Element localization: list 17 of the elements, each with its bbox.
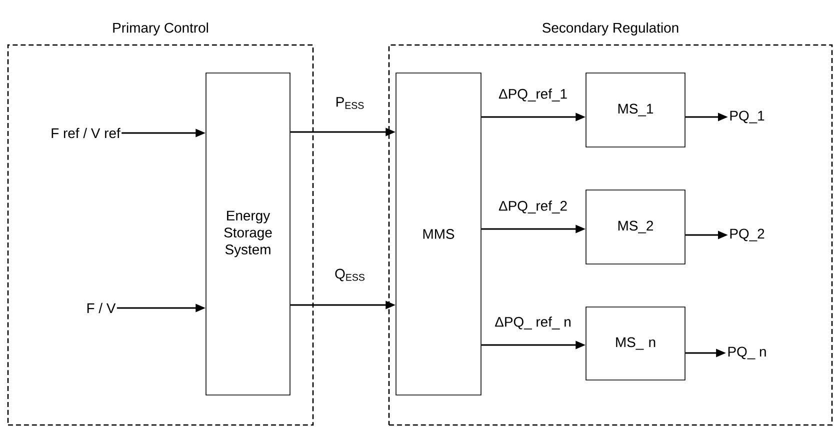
signal-label: PQ_1 bbox=[730, 110, 764, 124]
edge-label: Q$_{ESS}$ bbox=[334, 268, 366, 282]
edge-label: ΔPQ_ref_1 bbox=[498, 88, 568, 102]
edge-label: ΔPQ_ ref_ n bbox=[494, 316, 572, 330]
block-box: MS_1 bbox=[586, 72, 686, 148]
signal-label: F ref / V ref bbox=[52, 128, 120, 138]
signal-label: F / V bbox=[87, 302, 116, 314]
edge-label: ΔPQ_ref_2 bbox=[498, 200, 568, 214]
node-label: Primary Control bbox=[113, 22, 208, 36]
signal-label: PQ_2 bbox=[730, 228, 764, 242]
block-box: MS_ n bbox=[586, 306, 686, 380]
edge-label: P$_{ESS}$ bbox=[334, 96, 366, 110]
block-box: Energy Storage System bbox=[206, 72, 290, 396]
block-box: MMS bbox=[396, 72, 482, 396]
block-box: MS_2 bbox=[586, 190, 686, 264]
node-label: Secondary Regulation bbox=[542, 22, 678, 36]
signal-label: PQ_ n bbox=[728, 346, 766, 360]
